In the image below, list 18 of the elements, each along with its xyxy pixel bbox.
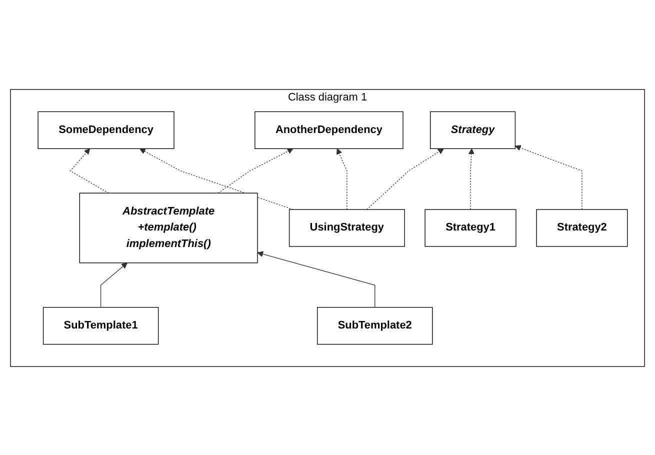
node-box	[42, 306, 159, 344]
node-box	[254, 110, 404, 148]
node-box	[317, 306, 433, 344]
arrow	[366, 148, 444, 210]
node-box	[430, 110, 516, 148]
arrow	[100, 262, 128, 308]
node-box	[38, 110, 174, 148]
arrow	[218, 148, 294, 193]
arrow	[514, 144, 582, 210]
node-box	[79, 192, 258, 263]
node-box	[536, 208, 628, 246]
arrow	[70, 148, 109, 193]
node-box	[424, 208, 516, 246]
arrow	[336, 148, 348, 210]
arrow	[257, 250, 376, 308]
arrow	[140, 148, 294, 210]
arrow	[468, 148, 474, 210]
node-box	[288, 208, 405, 246]
